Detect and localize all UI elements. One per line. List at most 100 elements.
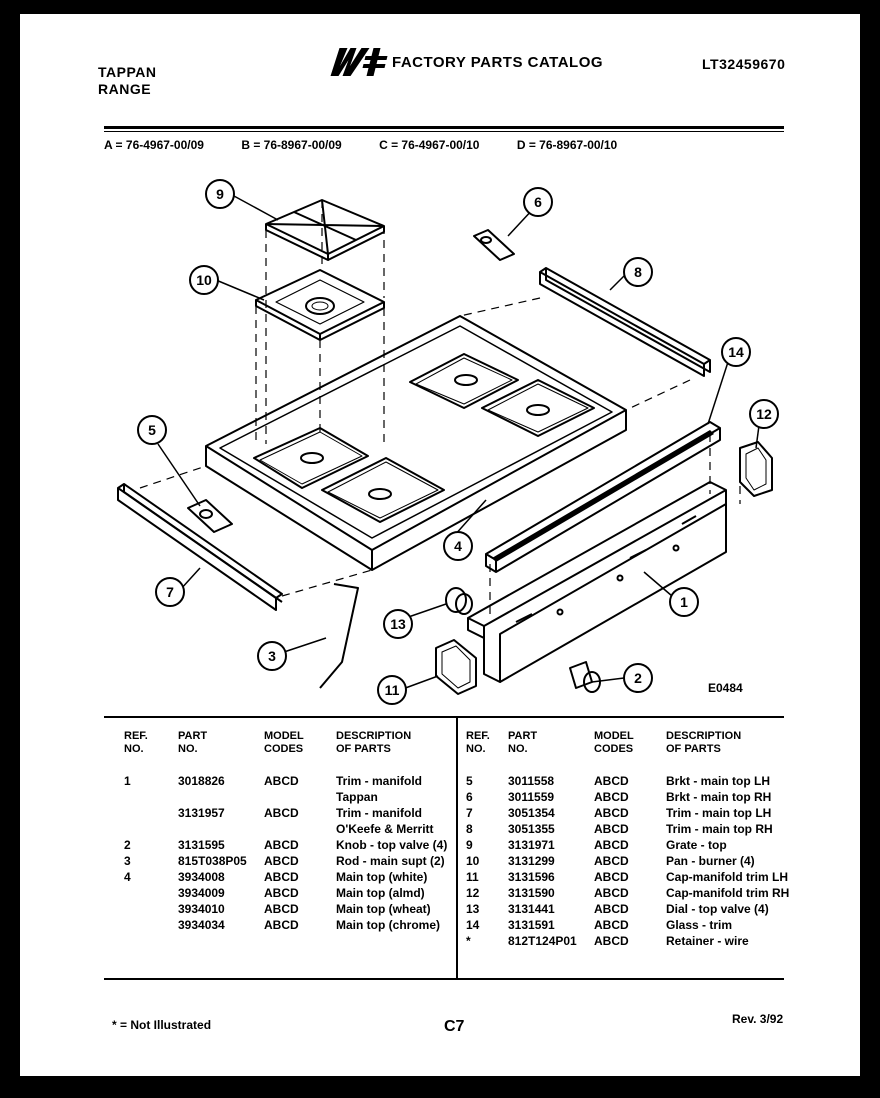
svg-text:4: 4 [454,538,462,554]
cell-ref: 13 [466,902,480,916]
cell-desc: Glass - trim [666,918,733,932]
catalog-page: TAPPAN RANGE FACTORY PARTS CATALOG LT324… [20,14,860,1076]
parts-table-left: REF. NO. PART NO. MODEL CODES DESCRIPTIO… [124,730,456,934]
svg-text:13: 13 [390,616,406,632]
table-top-rule [104,716,784,718]
cell-desc: Rod - main supt (2) [336,854,445,868]
cell-part: 3131595 [178,838,225,852]
cell-model: ABCD [594,838,629,852]
header-ref: REF. NO. [124,730,148,755]
cell-model: ABCD [594,806,629,820]
cell-part: 3131957 [178,806,225,820]
cell-ref [124,918,178,934]
table-header-row: REF. NO. PART NO. MODEL CODES DESCRIPTIO… [466,730,789,774]
callout-6: 6 [523,187,553,217]
callout-9: 9 [205,179,235,209]
cell-desc: Brkt - main top RH [666,790,772,804]
header-desc: DESCRIPTION OF PARTS [336,730,412,755]
cell-part: 3131591 [508,918,555,932]
table-bottom-rule [104,978,784,980]
trim-main-top-rh-drawing [539,267,711,377]
cell-model: ABCD [264,854,299,868]
header-desc: DESCRIPTION OF PARTS [666,730,742,755]
header-rule-thin [104,131,784,132]
support-rod-drawing [319,583,359,689]
header-model: MODEL CODES [594,730,634,755]
cell-desc: Cap-manifold trim LH [666,870,788,884]
cell-model: ABCD [264,886,299,900]
callout-4: 4 [443,531,473,561]
cell-ref: 14 [466,918,480,932]
model-b: B = 76-8967-00/09 [241,138,342,152]
cell-model: ABCD [264,806,299,820]
svg-text:9: 9 [216,186,224,202]
table-row: 9 3131971 ABCD Grate - top [466,838,789,854]
cell-part: 815T038P05 [178,854,247,868]
revision-label: Rev. 3/92 [732,1012,784,1026]
cell-desc: Pan - burner (4) [666,854,755,868]
cap-manifold-lh-drawing [435,639,477,695]
header-model: MODEL CODES [264,730,304,755]
cell-desc: Main top (white) [336,870,428,884]
cell-ref [124,886,178,902]
model-a: A = 76-4967-00/09 [104,138,204,152]
cell-part: 3011558 [508,774,555,788]
svg-text:12: 12 [756,406,772,422]
cell-ref: 3 [124,854,131,868]
cell-desc: Trim - manifold [336,774,423,788]
cell-part [178,790,264,806]
cell-ref: 1 [124,774,131,788]
callout-12: 12 [749,399,779,429]
cell-ref [124,902,178,918]
cell-desc: Grate - top [666,838,727,852]
cell-part: 3051354 [508,806,555,820]
cell-ref: 6 [466,790,473,804]
cell-part: 3051355 [508,822,555,836]
svg-text:3: 3 [268,648,276,664]
svg-text:2: 2 [634,670,642,686]
cell-ref: 8 [466,822,473,836]
table-row: 3 815T038P05 ABCD Rod - main supt (2) [124,854,456,870]
cell-desc: Dial - top valve (4) [666,902,769,916]
cell-model: ABCD [264,918,299,932]
cell-desc: Retainer - wire [666,934,749,948]
bracket-lh-drawing [187,499,233,533]
callout-1: 1 [669,587,699,617]
cell-desc: Trim - main top LH [666,806,772,820]
cell-part: 3131299 [508,854,555,868]
cell-part: 3934010 [178,902,225,916]
cell-ref: 5 [466,774,473,788]
cell-desc: O'Keefe & Merritt [336,822,434,836]
svg-text:1: 1 [680,594,688,610]
cell-part: 3018826 [178,774,225,788]
header-part: PART NO. [178,730,208,755]
callout-5: 5 [137,415,167,445]
cell-ref: 9 [466,838,473,852]
cell-part: 3131971 [508,838,555,852]
brand-label: TAPPAN RANGE [98,64,156,98]
cell-desc: Tappan [336,790,378,804]
cell-desc: Main top (wheat) [336,902,431,916]
footnote: * = Not Illustrated [112,1018,212,1032]
cell-ref: 11 [466,870,479,884]
knob-drawing [569,661,601,693]
cell-ref [124,806,178,822]
figure-code: E0484 [708,681,743,695]
svg-text:14: 14 [728,344,744,360]
svg-text:8: 8 [634,264,642,280]
callout-3: 3 [257,641,287,671]
svg-text:7: 7 [166,584,174,600]
callout-14: 14 [721,337,751,367]
